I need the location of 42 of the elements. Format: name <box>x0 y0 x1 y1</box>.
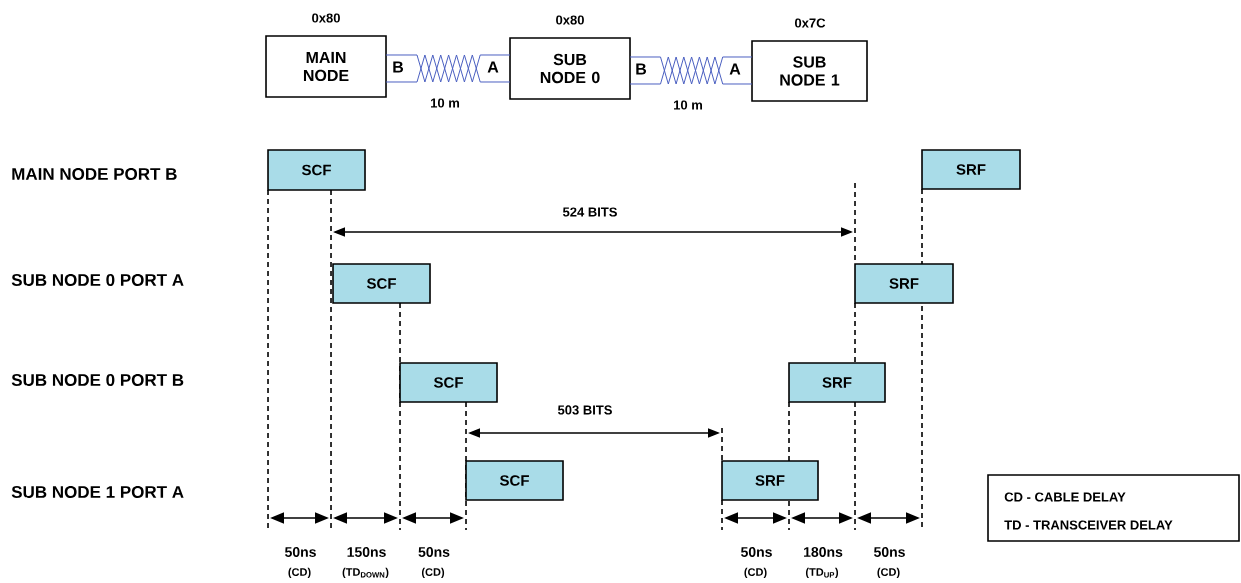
delay-label: (CD) <box>288 567 311 579</box>
delay-label: 50ns <box>418 547 450 557</box>
port-letter: A <box>487 61 499 73</box>
frame-box: SRF <box>721 460 819 501</box>
address-label: 0x7C <box>795 18 826 28</box>
port-letter: B <box>393 61 404 73</box>
address-label: 0x80 <box>312 13 340 23</box>
device-box: MAIN NODE <box>265 35 387 98</box>
delay-label: (TD$_{UP}$) <box>805 567 839 579</box>
frame-box: SRF <box>921 149 1021 190</box>
row-label: SUB NODE 0 PORT B <box>11 373 184 386</box>
frame-box: SCF <box>399 362 498 403</box>
delay-label: 50ns <box>874 547 905 557</box>
delay-label: 50ns <box>741 547 772 557</box>
delay-label: (CD) <box>421 567 445 579</box>
device-box: SUB NODE 1 <box>751 40 868 102</box>
delay-label: 150ns <box>347 547 386 557</box>
dimension-label: 503 BITS <box>557 405 612 415</box>
device-box: SUB NODE 0 <box>509 37 631 100</box>
legend-entry: TD - TRANSCEIVER DELAY <box>1004 520 1173 530</box>
edge-label: 10 m <box>431 98 459 108</box>
delay-label: 50ns <box>285 547 316 557</box>
address-label: 0x80 <box>556 15 584 25</box>
edge-label: 10 m <box>674 100 702 110</box>
dimension-label: 524 BITS <box>562 207 617 217</box>
twisted-pair-cable <box>629 56 753 85</box>
delay-label: (CD) <box>744 567 767 579</box>
delay-label: 180ns <box>804 547 843 557</box>
frame-box: SRF <box>788 362 886 403</box>
row-label: MAIN NODE PORT B <box>12 167 177 180</box>
frame-box: SCF <box>465 460 564 501</box>
port-letter: B <box>636 63 647 75</box>
row-label: SUB NODE 1 PORT A <box>11 485 184 498</box>
port-letter: A <box>729 63 741 75</box>
row-label: SUB NODE 0 PORT A <box>11 273 184 286</box>
delay-label: (TD$_{DOWN}$) <box>342 567 389 579</box>
delay-label: (CD) <box>877 567 900 579</box>
twisted-pair-cable <box>385 54 511 83</box>
frame-box: SCF <box>332 263 431 304</box>
frame-box: SCF <box>267 149 366 191</box>
legend-entry: CD - CABLE DELAY <box>1004 492 1126 502</box>
frame-box: SRF <box>854 263 954 304</box>
